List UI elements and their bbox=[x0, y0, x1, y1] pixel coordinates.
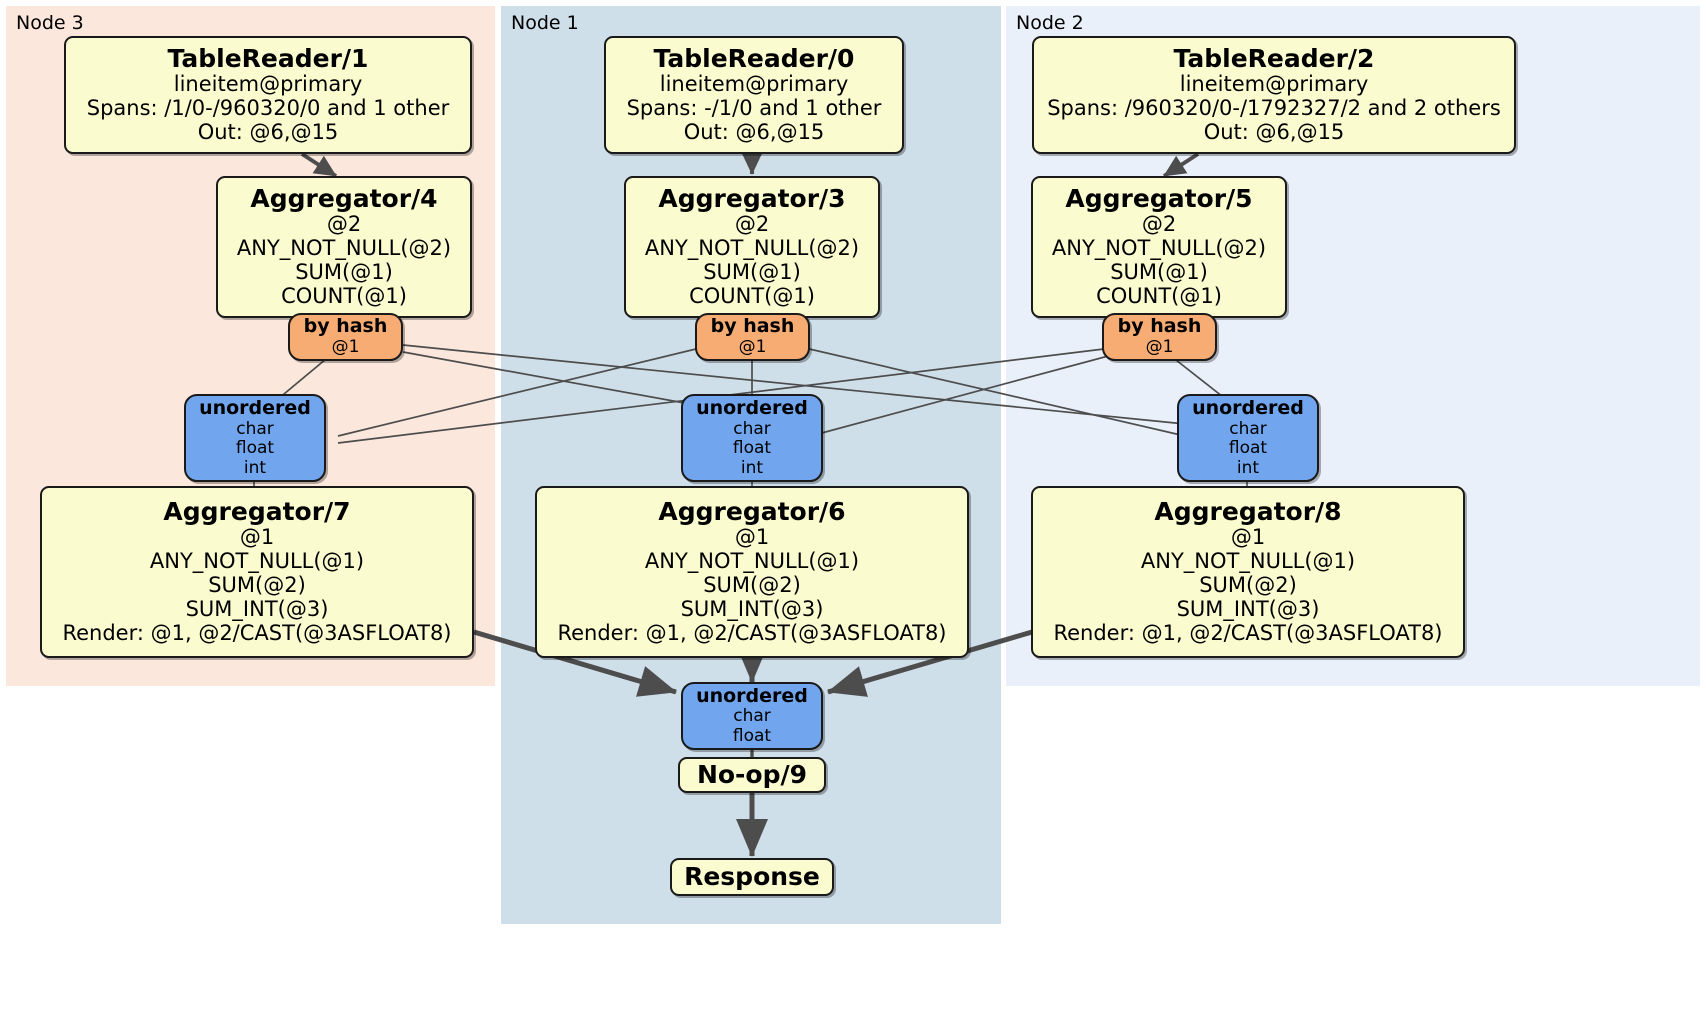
node-title: TableReader/0 bbox=[653, 43, 855, 73]
sync-title: unordered bbox=[696, 397, 808, 420]
node-detail: Spans: -/1/0 and 1 other bbox=[626, 96, 882, 121]
sync-detail: char bbox=[733, 706, 771, 727]
node-detail: Render: @1, @2/CAST(@3ASFLOAT8) bbox=[557, 621, 947, 646]
panel-node-1-label: Node 1 bbox=[511, 12, 579, 34]
node-detail: ANY_NOT_NULL(@1) bbox=[1140, 549, 1356, 574]
node-detail: @1 bbox=[239, 525, 275, 550]
panel-node-2-label: Node 2 bbox=[1016, 12, 1084, 34]
node-detail: Spans: /1/0-/960320/0 and 1 other bbox=[86, 96, 450, 121]
node-detail: @2 bbox=[1141, 212, 1177, 237]
sync-detail: char bbox=[236, 418, 274, 439]
sync-detail: char bbox=[1229, 418, 1267, 439]
node-aggregator-6[interactable]: Aggregator/6 @1 ANY_NOT_NULL(@1) SUM(@2)… bbox=[535, 486, 969, 658]
node-response[interactable]: Response bbox=[670, 858, 834, 896]
sync-detail: int bbox=[1236, 457, 1260, 478]
node-detail: @1 bbox=[1230, 525, 1266, 550]
node-table-reader-2[interactable]: TableReader/2 lineitem@primary Spans: /9… bbox=[1032, 36, 1516, 154]
node-title: Aggregator/3 bbox=[658, 183, 846, 213]
sync-title: unordered bbox=[199, 397, 311, 420]
node-title: No-op/9 bbox=[696, 759, 808, 789]
node-detail: SUM_INT(@3) bbox=[1176, 597, 1320, 622]
router-by-hash-right[interactable]: by hash @1 bbox=[1102, 313, 1217, 361]
node-detail: Render: @1, @2/CAST(@3ASFLOAT8) bbox=[1053, 621, 1443, 646]
sync-detail: float bbox=[732, 438, 772, 459]
node-detail: SUM_INT(@3) bbox=[680, 597, 824, 622]
node-aggregator-8[interactable]: Aggregator/8 @1 ANY_NOT_NULL(@1) SUM(@2)… bbox=[1031, 486, 1465, 658]
node-detail: @2 bbox=[326, 212, 362, 237]
node-detail: SUM_INT(@3) bbox=[185, 597, 329, 622]
node-title: Response bbox=[684, 861, 820, 891]
node-detail: lineitem@primary bbox=[1179, 72, 1369, 97]
node-detail: Out: @6,@15 bbox=[683, 120, 825, 145]
node-title: Aggregator/8 bbox=[1154, 496, 1342, 526]
router-detail: @1 bbox=[1145, 337, 1174, 358]
sync-unordered-right[interactable]: unordered char float int bbox=[1177, 394, 1319, 482]
node-detail: lineitem@primary bbox=[659, 72, 849, 97]
node-title: Aggregator/5 bbox=[1065, 183, 1253, 213]
node-aggregator-3[interactable]: Aggregator/3 @2 ANY_NOT_NULL(@2) SUM(@1)… bbox=[624, 176, 880, 318]
node-detail: Spans: /960320/0-/1792327/2 and 2 others bbox=[1047, 96, 1501, 121]
sync-detail: int bbox=[243, 457, 267, 478]
node-table-reader-1[interactable]: TableReader/1 lineitem@primary Spans: /1… bbox=[64, 36, 472, 154]
router-detail: @1 bbox=[738, 337, 767, 358]
node-detail: @2 bbox=[734, 212, 770, 237]
sync-detail: float bbox=[235, 438, 275, 459]
node-detail: COUNT(@1) bbox=[1096, 284, 1222, 309]
sync-detail: float bbox=[732, 725, 772, 746]
node-detail: Out: @6,@15 bbox=[197, 120, 339, 145]
node-aggregator-5[interactable]: Aggregator/5 @2 ANY_NOT_NULL(@2) SUM(@1)… bbox=[1031, 176, 1287, 318]
node-detail: ANY_NOT_NULL(@1) bbox=[644, 549, 860, 574]
node-detail: SUM(@2) bbox=[208, 573, 306, 598]
node-title: Aggregator/7 bbox=[163, 496, 351, 526]
sync-unordered-final[interactable]: unordered char float bbox=[681, 682, 823, 750]
node-aggregator-4[interactable]: Aggregator/4 @2 ANY_NOT_NULL(@2) SUM(@1)… bbox=[216, 176, 472, 318]
router-title: by hash bbox=[303, 315, 388, 338]
node-detail: @1 bbox=[734, 525, 770, 550]
node-no-op-9[interactable]: No-op/9 bbox=[678, 757, 826, 793]
node-detail: SUM(@2) bbox=[703, 573, 801, 598]
node-title: TableReader/2 bbox=[1173, 43, 1375, 73]
sync-detail: int bbox=[740, 457, 764, 478]
router-by-hash-mid[interactable]: by hash @1 bbox=[695, 313, 810, 361]
node-aggregator-7[interactable]: Aggregator/7 @1 ANY_NOT_NULL(@1) SUM(@2)… bbox=[40, 486, 474, 658]
node-detail: SUM(@1) bbox=[1110, 260, 1208, 285]
router-detail: @1 bbox=[331, 337, 360, 358]
sync-title: unordered bbox=[696, 684, 808, 707]
node-detail: ANY_NOT_NULL(@1) bbox=[149, 549, 365, 574]
node-detail: lineitem@primary bbox=[173, 72, 363, 97]
node-detail: SUM(@1) bbox=[295, 260, 393, 285]
sync-unordered-left[interactable]: unordered char float int bbox=[184, 394, 326, 482]
node-detail: Out: @6,@15 bbox=[1203, 120, 1345, 145]
node-title: Aggregator/4 bbox=[250, 183, 438, 213]
router-title: by hash bbox=[1117, 315, 1202, 338]
node-detail: COUNT(@1) bbox=[689, 284, 815, 309]
node-title: TableReader/1 bbox=[167, 43, 369, 73]
node-detail: SUM(@2) bbox=[1199, 573, 1297, 598]
panel-node-3-label: Node 3 bbox=[16, 12, 84, 34]
node-detail: COUNT(@1) bbox=[281, 284, 407, 309]
node-detail: ANY_NOT_NULL(@2) bbox=[644, 236, 860, 261]
node-detail: ANY_NOT_NULL(@2) bbox=[1051, 236, 1267, 261]
sync-detail: char bbox=[733, 418, 771, 439]
node-detail: ANY_NOT_NULL(@2) bbox=[236, 236, 452, 261]
sync-title: unordered bbox=[1192, 397, 1304, 420]
node-detail: Render: @1, @2/CAST(@3ASFLOAT8) bbox=[62, 621, 452, 646]
router-by-hash-left[interactable]: by hash @1 bbox=[288, 313, 403, 361]
router-title: by hash bbox=[710, 315, 795, 338]
node-title: Aggregator/6 bbox=[658, 496, 846, 526]
node-detail: SUM(@1) bbox=[703, 260, 801, 285]
sync-detail: float bbox=[1228, 438, 1268, 459]
sync-unordered-mid[interactable]: unordered char float int bbox=[681, 394, 823, 482]
node-table-reader-0[interactable]: TableReader/0 lineitem@primary Spans: -/… bbox=[604, 36, 904, 154]
